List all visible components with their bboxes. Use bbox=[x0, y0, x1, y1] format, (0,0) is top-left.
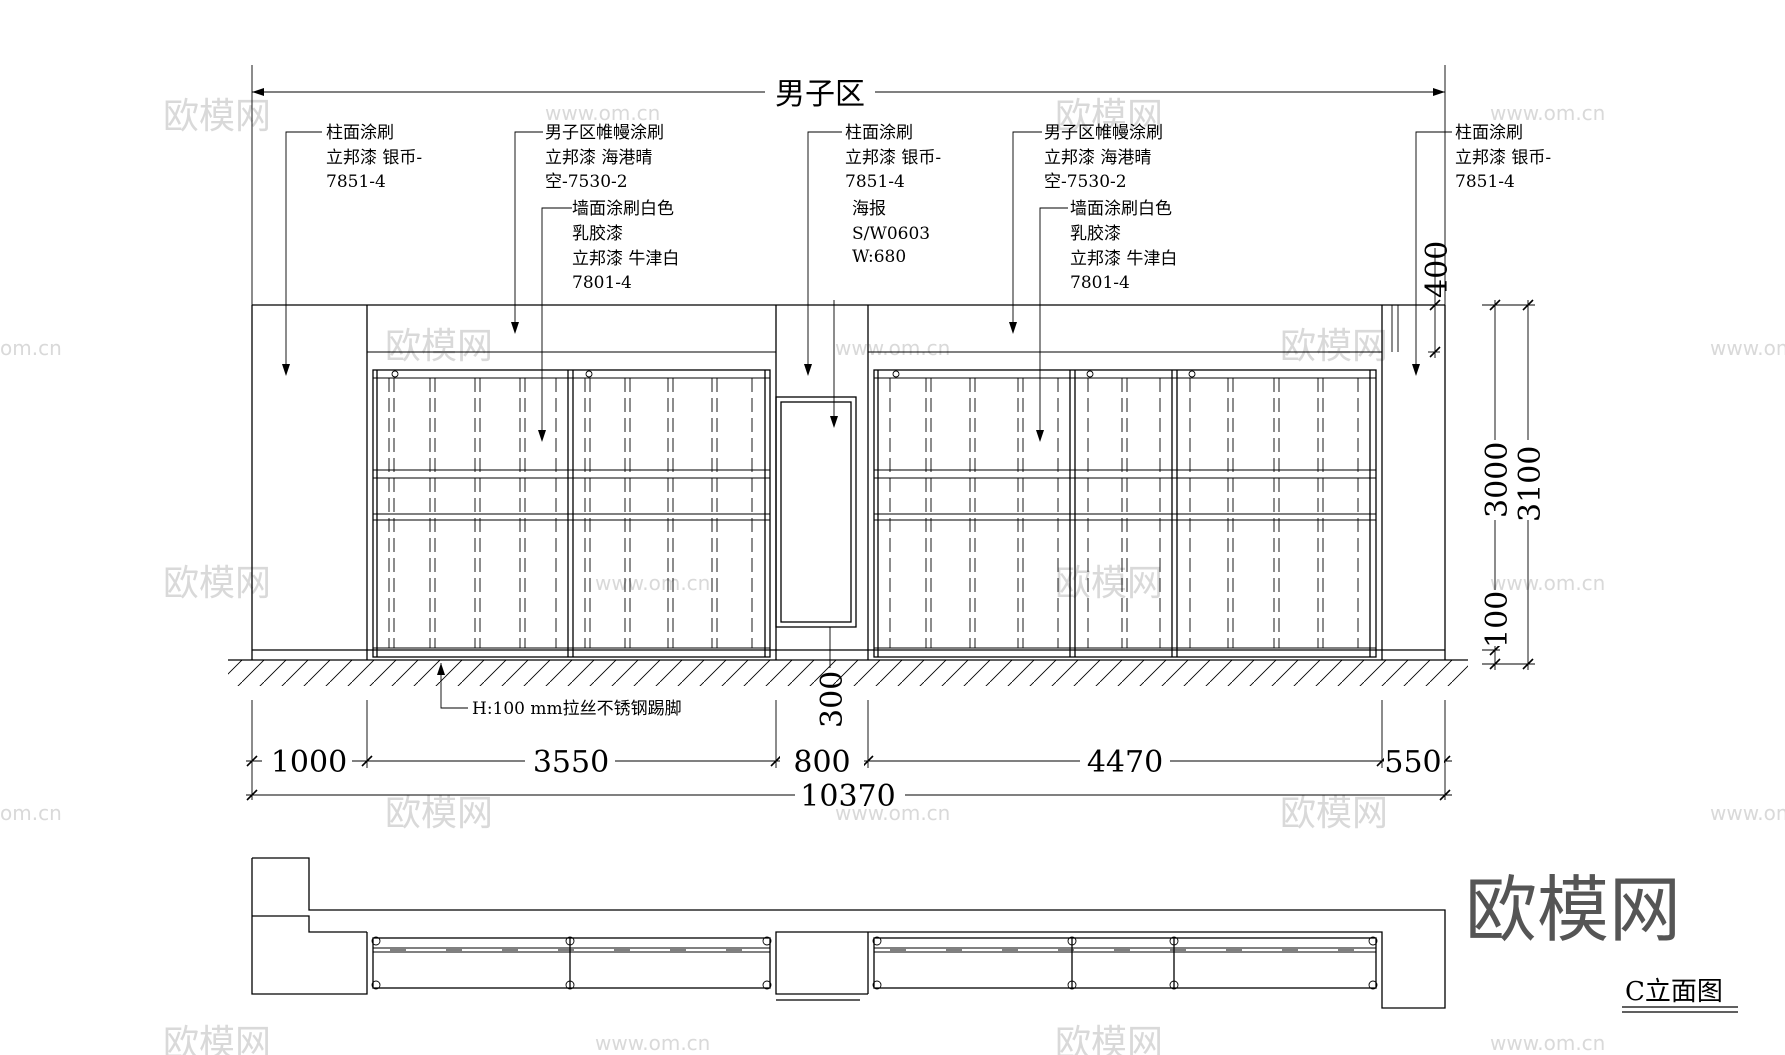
annotation-leaders bbox=[285, 131, 1452, 709]
note-column-paint-line3: 7851-4 bbox=[845, 172, 905, 192]
watermark-url-fragment: om.cn bbox=[0, 336, 62, 360]
note-column-paint-line2: 立邦漆 银币- bbox=[326, 148, 422, 168]
dim-3000: 3000 bbox=[1480, 442, 1515, 518]
watermark-url-prefix: www.om bbox=[1710, 801, 1785, 825]
note-curtain-paint-line1: 男子区帷幔涂刷 bbox=[545, 123, 664, 143]
watermark-cn: 欧模网 bbox=[1055, 1023, 1163, 1055]
dim-100: 100 bbox=[1480, 591, 1515, 648]
note-column-right: 柱面涂刷 立邦漆 银币- 7851-4 bbox=[1455, 123, 1551, 192]
note-poster-line3: W:680 bbox=[852, 247, 906, 267]
note-curtain-paint-line2: 立邦漆 海港晴 bbox=[545, 148, 652, 168]
dim-300: 300 bbox=[815, 671, 850, 728]
watermark-url: www.om.cn bbox=[1490, 101, 1605, 125]
watermark-cn: 欧模网 bbox=[1280, 326, 1388, 367]
dimension-labels: 1000 3550 800 4470 550 10370 bbox=[262, 740, 1444, 814]
wall-elevation bbox=[228, 304, 1468, 686]
note-wall-paint-line3: 立邦漆 牛津白 bbox=[1070, 249, 1177, 269]
note-wall-right: 墙面涂刷白色 乳胶漆 立邦漆 牛津白 7801-4 bbox=[1070, 199, 1177, 293]
note-column-paint-line1: 柱面涂刷 bbox=[1455, 123, 1523, 143]
note-poster: 海报 S/W0603 W:680 bbox=[852, 199, 930, 267]
watermark-cn: 欧模网 bbox=[163, 1023, 271, 1055]
note-curtain-right: 男子区帷幔涂刷 立邦漆 海港晴 空-7530-2 bbox=[1044, 123, 1163, 192]
note-curtain-paint-line1: 男子区帷幔涂刷 bbox=[1044, 123, 1163, 143]
note-curtain-left: 男子区帷幔涂刷 立邦漆 海港晴 空-7530-2 bbox=[545, 123, 664, 192]
watermark-cn: 欧模网 bbox=[1055, 563, 1163, 604]
dim-1000: 1000 bbox=[271, 745, 347, 780]
note-poster-line1: 海报 bbox=[852, 199, 886, 219]
dim-4470: 4470 bbox=[1087, 745, 1163, 780]
watermark-url-prefix: www.om bbox=[1710, 336, 1785, 360]
zone-title: 男子区 bbox=[775, 77, 865, 112]
note-column-paint-line3: 7851-4 bbox=[1455, 172, 1515, 192]
note-column-center: 柱面涂刷 立邦漆 银币- 7851-4 bbox=[845, 123, 941, 192]
note-column-paint-line3: 7851-4 bbox=[326, 172, 386, 192]
watermark-cn: 欧模网 bbox=[1280, 793, 1388, 834]
watermark-cn: 欧模网 bbox=[163, 96, 271, 137]
watermark-layer: 欧模网 www.om.cn 欧模网 www.om.cn om.cn 欧模网 ww… bbox=[0, 96, 1785, 1055]
watermark-cn: 欧模网 bbox=[1055, 96, 1163, 137]
vertical-dim-ticks bbox=[1429, 299, 1534, 670]
note-column-paint-line2: 立邦漆 银币- bbox=[845, 148, 941, 168]
note-column-paint-line2: 立邦漆 银币- bbox=[1455, 148, 1551, 168]
note-wall-paint-line4: 7801-4 bbox=[1070, 273, 1130, 293]
note-curtain-paint-line2: 立邦漆 海港晴 bbox=[1044, 148, 1151, 168]
poster-panel bbox=[775, 396, 857, 628]
poster-offset-dimension: 300 bbox=[815, 627, 850, 728]
dim-3100: 3100 bbox=[1513, 446, 1548, 522]
note-curtain-paint-line3: 空-7530-2 bbox=[545, 172, 628, 192]
dim-3550: 3550 bbox=[533, 745, 609, 780]
note-column-left: 柱面涂刷 立邦漆 银币- 7851-4 bbox=[326, 123, 422, 192]
note-poster-line2: S/W0603 bbox=[852, 224, 930, 244]
dim-total: 10370 bbox=[800, 779, 895, 814]
dim-400: 400 bbox=[1420, 241, 1455, 298]
watermark-url: www.om.cn bbox=[595, 1031, 710, 1055]
note-curtain-paint-line3: 空-7530-2 bbox=[1044, 172, 1127, 192]
note-wall-paint-line1: 墙面涂刷白色 bbox=[572, 199, 674, 219]
note-wall-paint-line2: 乳胶漆 bbox=[1070, 224, 1121, 244]
note-wall-left: 墙面涂刷白色 乳胶漆 立邦漆 牛津白 7801-4 bbox=[572, 199, 679, 293]
watermark-url: www.om.cn bbox=[545, 101, 660, 125]
watermark-cn: 欧模网 bbox=[385, 326, 493, 367]
shelving-unit-right bbox=[873, 369, 1377, 658]
note-wall-paint-line3: 立邦漆 牛津白 bbox=[572, 249, 679, 269]
zone-dimension: 男子区 bbox=[251, 65, 1446, 305]
watermark-url-fragment: om.cn bbox=[0, 801, 62, 825]
note-wall-paint-line1: 墙面涂刷白色 bbox=[1070, 199, 1172, 219]
plan-view bbox=[251, 857, 1446, 1009]
watermark-url: www.om.cn bbox=[1490, 1031, 1605, 1055]
elevation-title: C立面图 bbox=[1622, 977, 1738, 1013]
watermark-cn: 欧模网 bbox=[385, 793, 493, 834]
leader-arrows bbox=[282, 322, 1420, 675]
watermark-cn: 欧模网 bbox=[163, 563, 271, 604]
watermark-url: www.om.cn bbox=[835, 336, 950, 360]
shelving-unit-left bbox=[372, 369, 771, 658]
note-column-paint-line1: 柱面涂刷 bbox=[326, 123, 394, 143]
note-column-paint-line1: 柱面涂刷 bbox=[845, 123, 913, 143]
brand-logo: 欧模网 bbox=[1465, 868, 1681, 952]
dim-550: 550 bbox=[1384, 745, 1441, 780]
elevation-label: C立面图 bbox=[1625, 977, 1723, 1007]
note-skirting: H:100 mm拉丝不锈钢踢脚 bbox=[472, 699, 682, 719]
vertical-dim-labels: 3000 3100 100 400 bbox=[1420, 241, 1548, 648]
watermark-url: www.om.cn bbox=[595, 571, 710, 595]
note-wall-paint-line2: 乳胶漆 bbox=[572, 224, 623, 244]
note-wall-paint-line4: 7801-4 bbox=[572, 273, 632, 293]
